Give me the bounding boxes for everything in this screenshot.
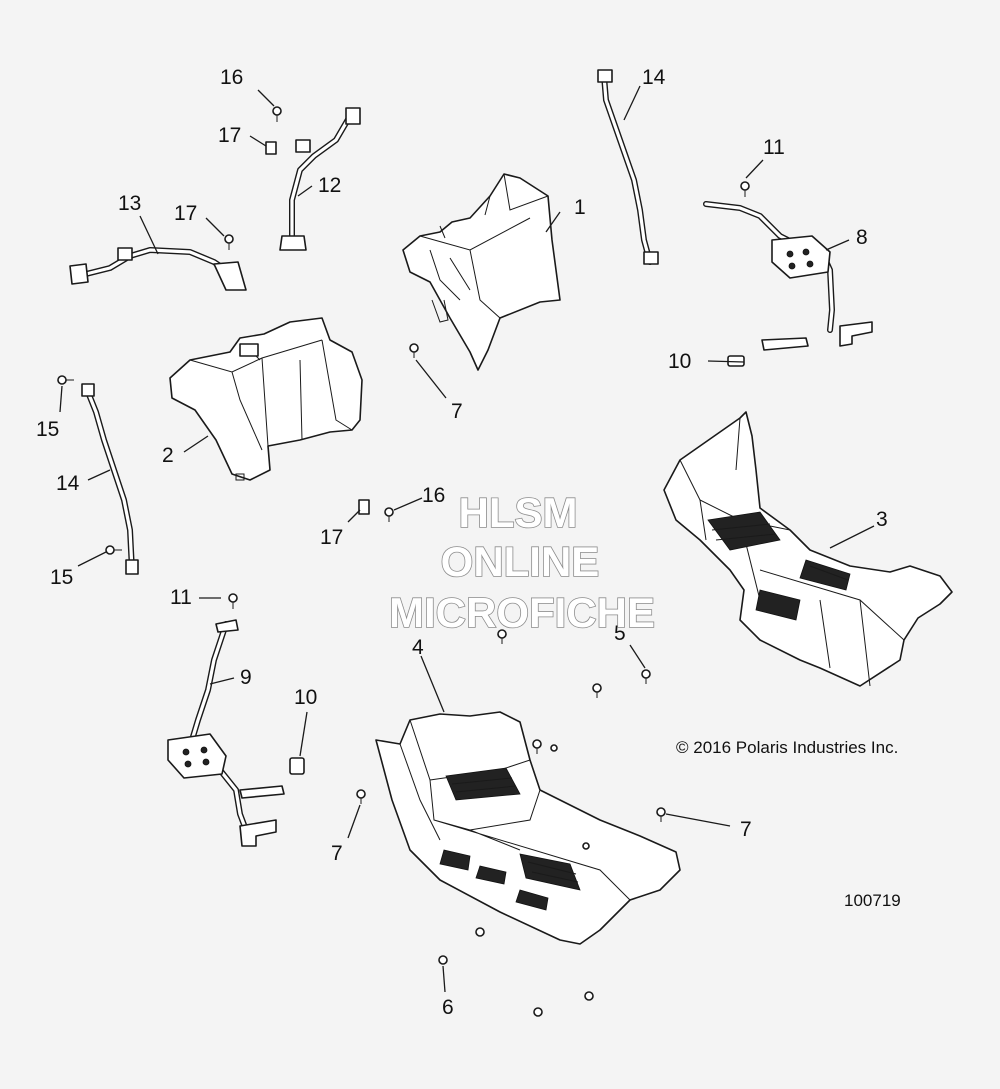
bolt-15a [57, 375, 74, 385]
bolt-16b [384, 507, 394, 522]
callout-6: 6 [442, 996, 454, 1019]
watermark-line-3: MICROFICHE [389, 589, 655, 636]
nut-6c [533, 1007, 543, 1017]
leader-lines [59, 85, 875, 993]
screw-5c [592, 683, 602, 698]
callout-14-lower: 14 [56, 472, 80, 495]
callout-15-upper: 15 [36, 418, 59, 441]
screw-5a [641, 669, 651, 684]
part-8-bracket [703, 201, 873, 351]
watermark-line-1: HLSM [459, 489, 578, 536]
part-3-footwell [663, 411, 953, 687]
screw-7a [409, 343, 419, 358]
screw-7b [356, 789, 366, 804]
screw-5f [582, 842, 590, 850]
bolt-15b [105, 545, 122, 555]
callout-numbers: 1 2 3 4 5 6 7 7 7 8 9 10 10 11 11 12 13 … [36, 66, 888, 1019]
bolt-11b [228, 593, 238, 609]
callout-7-left: 7 [331, 842, 343, 865]
callout-17-mid: 17 [174, 202, 197, 225]
hardware-fasteners [57, 106, 750, 1017]
callout-9: 9 [240, 666, 252, 689]
figure-number: 100719 [844, 891, 901, 910]
callout-14-upper: 14 [642, 66, 666, 89]
part-9-bracket [167, 619, 285, 847]
part-4-footwell [375, 711, 681, 945]
callout-11-left: 11 [170, 586, 192, 609]
watermark-line-2: ONLINE [441, 538, 600, 585]
callout-17-lower: 17 [320, 526, 343, 549]
watermark: HLSM ONLINE MICROFICHE [388, 488, 656, 637]
screw-5e [550, 744, 558, 752]
screw-5d [532, 739, 542, 754]
part-1-side-panel [402, 173, 561, 371]
callout-1: 1 [574, 196, 586, 219]
part-12-bracket [279, 107, 361, 251]
part-2-side-panel [169, 317, 363, 481]
callout-12: 12 [318, 174, 341, 197]
callout-15-lower: 15 [50, 566, 73, 589]
nut-6d [584, 991, 594, 1001]
callout-7-right: 7 [740, 818, 752, 841]
callout-2: 2 [162, 444, 174, 467]
part-13-bracket [69, 247, 247, 291]
nut-6a [438, 955, 448, 965]
callout-13: 13 [118, 192, 141, 215]
callout-10-left: 10 [294, 686, 317, 709]
bolt-16a [272, 106, 282, 122]
screw-5b [497, 629, 507, 644]
nut-6b [475, 927, 485, 937]
callout-16-upper: 16 [220, 66, 243, 89]
screw-7c [656, 807, 666, 822]
callout-5: 5 [614, 622, 626, 645]
callout-4: 4 [412, 636, 424, 659]
callout-16-mid: 16 [422, 484, 445, 507]
copyright-text: © 2016 Polaris Industries Inc. [676, 738, 898, 757]
bolt-11a [740, 181, 750, 197]
callout-7-upper: 7 [451, 400, 463, 423]
callout-10-right: 10 [668, 350, 691, 373]
clip-17a [265, 141, 277, 155]
bushing-10b [289, 757, 305, 775]
callout-3: 3 [876, 508, 888, 531]
callout-11-right: 11 [763, 136, 785, 159]
part-14-rod-lower [81, 383, 139, 575]
callout-8: 8 [856, 226, 868, 249]
clip-17c [358, 499, 370, 515]
callout-17-upper: 17 [218, 124, 241, 147]
bolt-17b [224, 234, 234, 250]
part-14-rod-upper [597, 69, 659, 265]
